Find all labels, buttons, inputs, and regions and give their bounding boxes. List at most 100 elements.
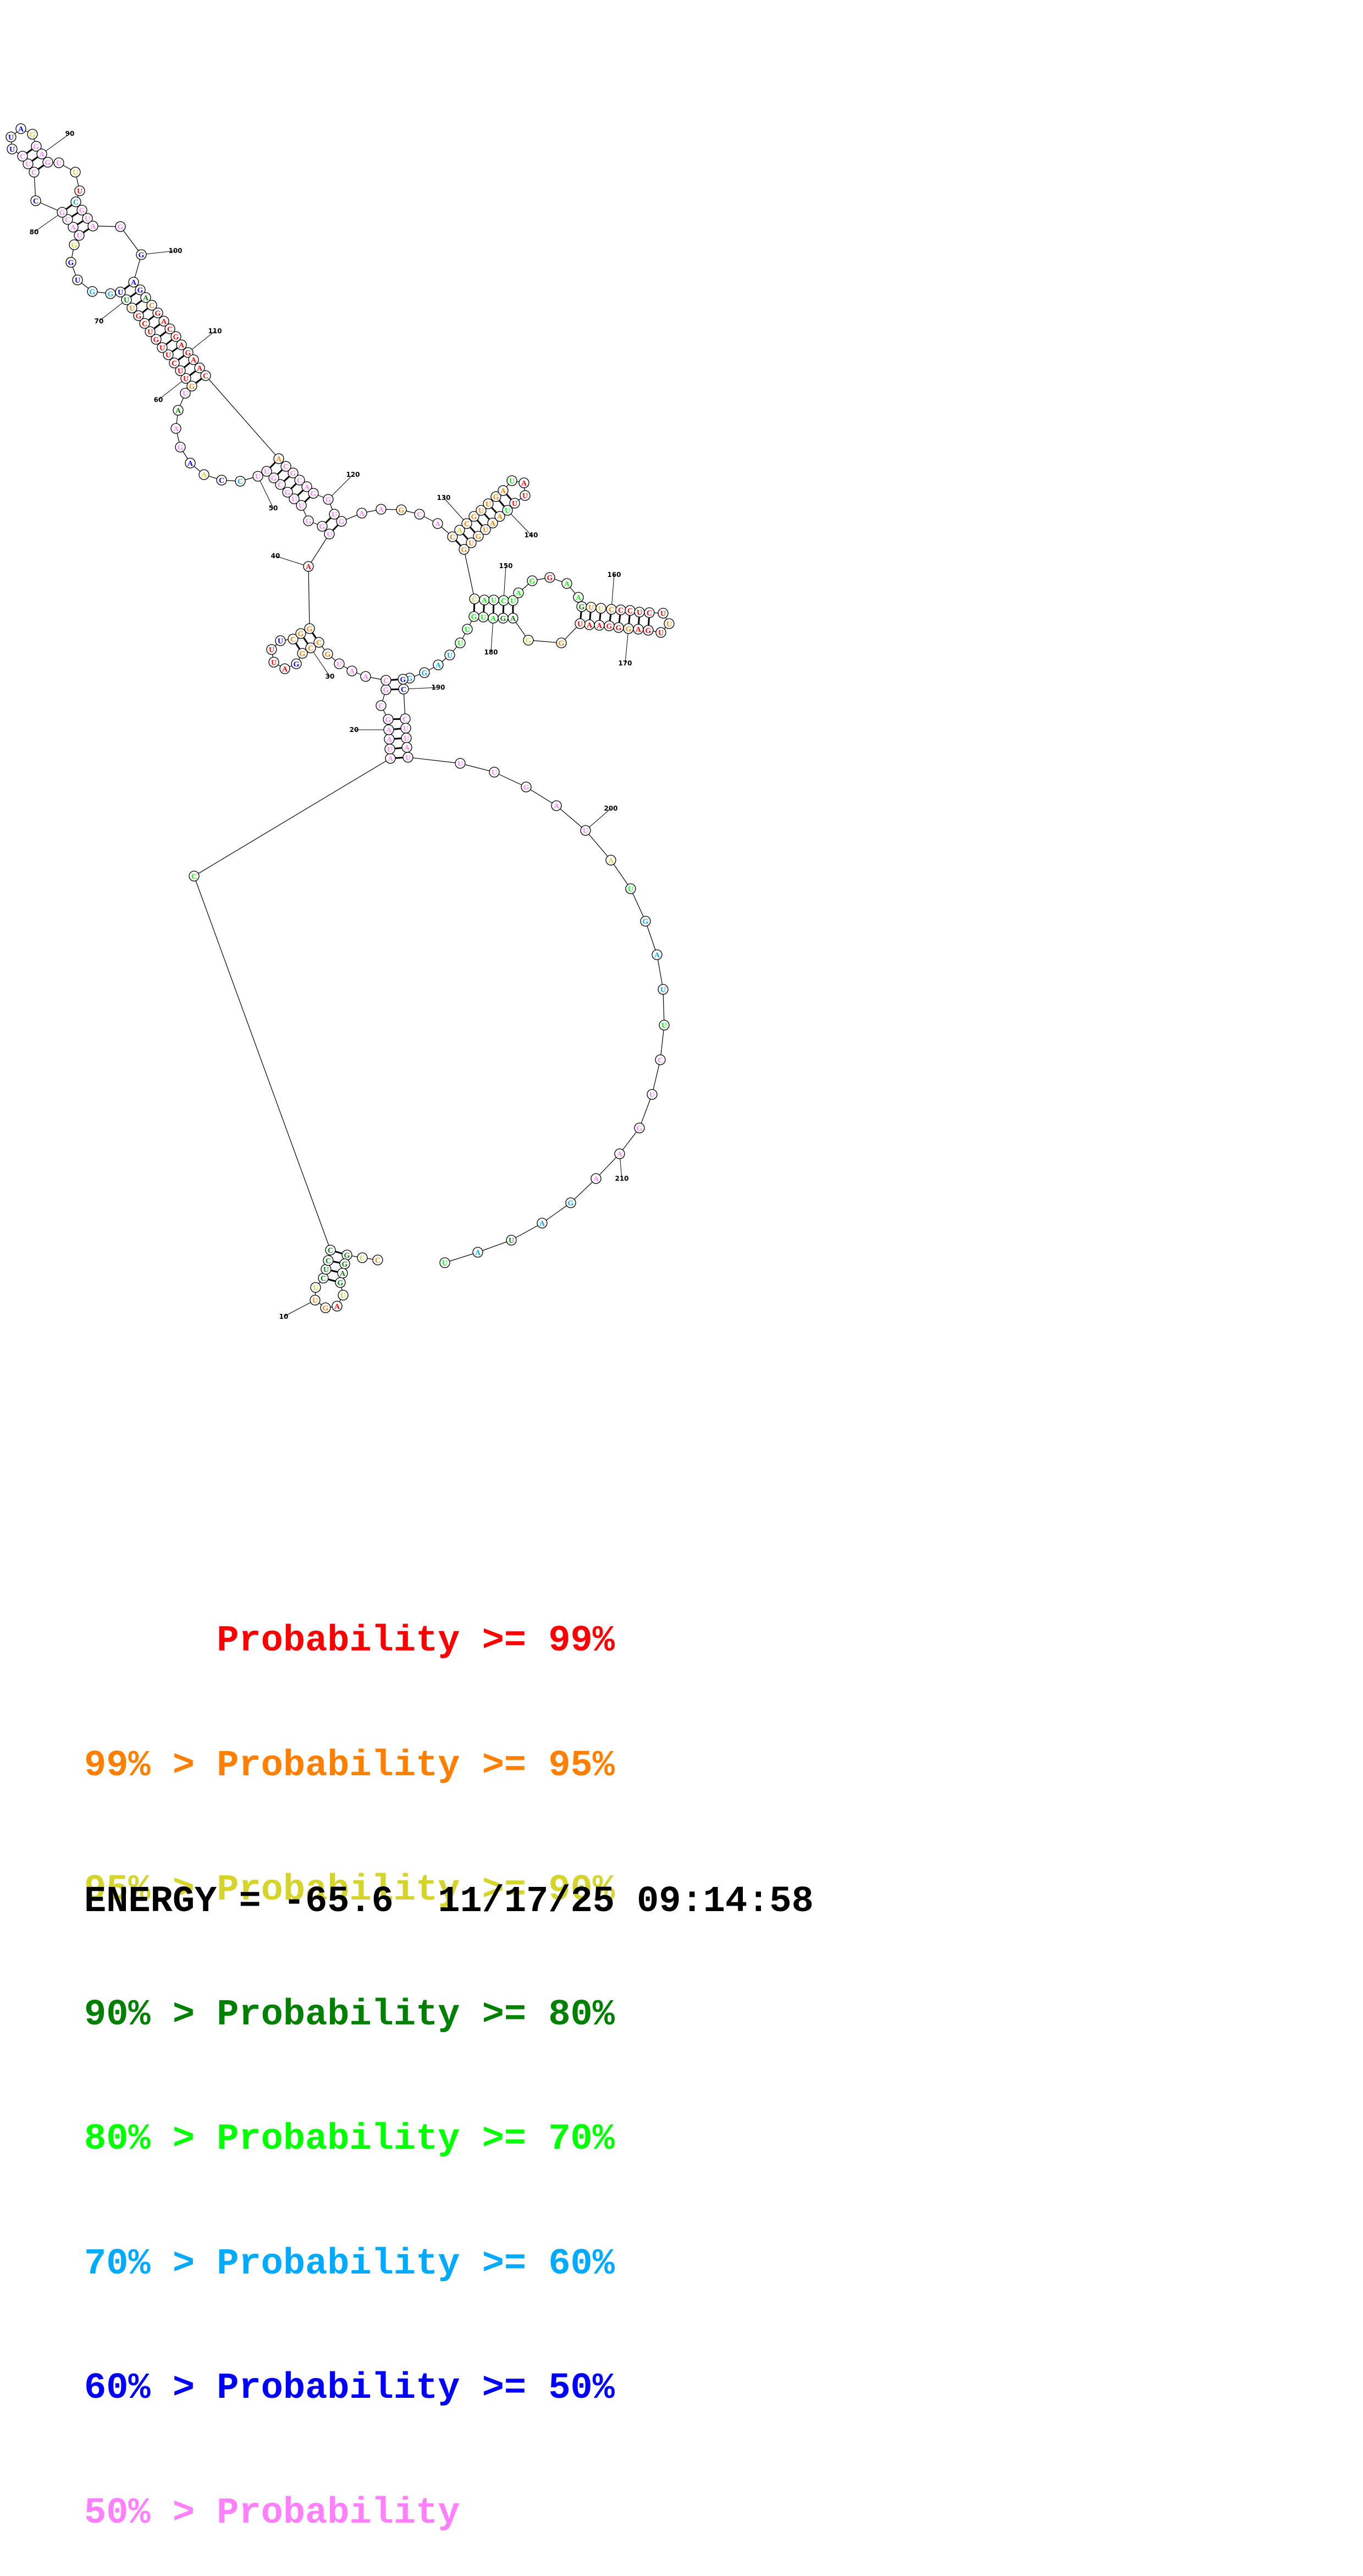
nucleotide-letter: A (191, 356, 197, 365)
nucleotide: U (595, 603, 606, 614)
nucleotide: U (488, 595, 499, 606)
nucleotide-letter: G (155, 310, 161, 318)
nucleotide: G (613, 622, 624, 633)
nucleotide-letter: G (139, 251, 145, 260)
nucleotide-circle (136, 249, 147, 260)
nucleotide: C (325, 1245, 336, 1256)
nucleotide-letter: A (516, 590, 522, 598)
nucleotide-letter: G (383, 686, 389, 695)
position-tick (310, 647, 330, 677)
nucleotide-letter: A (161, 318, 167, 326)
nucleotide-letter: A (197, 365, 203, 373)
nucleotide: A (633, 624, 644, 635)
nucleotide-circle (461, 518, 472, 529)
nucleotide-letter: U (404, 735, 409, 743)
nucleotide-letter: G (90, 288, 96, 296)
nucleotide: U (310, 1295, 321, 1306)
nucleotide: U (580, 825, 591, 836)
nucleotide-letter: A (654, 951, 660, 960)
nucleotide-letter: G (471, 513, 477, 521)
nucleotide-circle (472, 1247, 483, 1258)
nucleotide-letter: A (564, 580, 570, 588)
nucleotide-letter: G (71, 241, 78, 250)
position-tick (443, 497, 467, 524)
nucleotide-circle (439, 1257, 450, 1268)
backbone-link (528, 640, 562, 643)
nucleotide-letter: G (178, 444, 184, 452)
position-label: 210 (615, 1175, 628, 1182)
nucleotide: U (462, 624, 473, 635)
position-label: 40 (271, 552, 280, 560)
legend-row-99: Probability >= 99% (84, 1620, 615, 1662)
nucleotide: U (334, 658, 345, 669)
nucleotide-circle (30, 195, 41, 206)
nucleotide: A (494, 511, 505, 522)
nucleotide-letter: U (583, 827, 588, 835)
nucleotide-letter: A (404, 744, 410, 752)
nucleotide: G (634, 1122, 645, 1133)
nucleotide: G (643, 625, 654, 636)
nucleotide-letter: A (334, 1303, 340, 1311)
nucleotide-circle (170, 331, 181, 342)
nucleotide: G (490, 491, 501, 502)
nucleotide-letter: A (304, 483, 310, 492)
nucleotide-circle (506, 1235, 517, 1246)
nucleotide: A (432, 518, 443, 529)
nucleotide: U (384, 744, 395, 755)
nucleotide: C (498, 595, 509, 606)
nucleotide: G (87, 286, 98, 297)
nucleotide-letter: C (464, 520, 470, 529)
nucleotide: G (320, 1302, 331, 1313)
nucleotide: U (489, 767, 500, 778)
nucleotide: G (151, 334, 162, 345)
nucleotide: G (521, 781, 532, 792)
nucleotide: A (614, 1148, 625, 1159)
nucleotide-letter: G (294, 660, 300, 669)
nucleotide-letter: U (56, 159, 62, 168)
nucleotide: G (459, 544, 470, 555)
nucleotide-letter: A (500, 487, 506, 496)
nucleotide: G (105, 288, 116, 299)
nucleotide: C (288, 634, 299, 645)
nucleotide: U (324, 529, 335, 540)
nucleotide-circle (175, 442, 186, 453)
nucleotide-circle (68, 222, 79, 233)
nucleotide: A (332, 1301, 343, 1312)
nucleotide-letter: C (65, 216, 70, 224)
nucleotide-letter: C (297, 477, 302, 485)
nucleotide-circle (664, 618, 675, 629)
backbone-link (205, 375, 279, 459)
backbone (10, 128, 670, 1308)
nucleotide: U (402, 752, 413, 763)
nucleotide-circle (455, 758, 466, 769)
position-label: 140 (524, 531, 538, 539)
nucleotide: G (398, 674, 409, 685)
nucleotide: U (575, 618, 586, 629)
nucleotide: A (401, 742, 412, 753)
nucleotide-circle (647, 1089, 658, 1100)
nucleotide-letter: U (118, 289, 123, 297)
nucleotide: C (318, 1273, 329, 1284)
position-tick (41, 133, 70, 155)
nucleotide-letter: U (491, 597, 496, 605)
nucleotide-circle (658, 608, 669, 619)
nucleotide: A (360, 671, 371, 682)
position-tick (98, 299, 127, 322)
nucleotide-letter: G (344, 1252, 350, 1260)
nucleotide: C (357, 1252, 368, 1263)
position-tick (283, 1300, 316, 1317)
nucleotide: C (70, 196, 81, 207)
nucleotide-letter: C (401, 686, 406, 694)
nucleotide: U (338, 1290, 349, 1301)
nucleotide-circle (544, 572, 555, 583)
nucleotide-letter: C (219, 477, 224, 485)
nucleotide-circle (139, 318, 150, 329)
nucleotide-letter: C (167, 326, 173, 334)
nucleotide-circle (280, 461, 291, 472)
nucleotide-circle (323, 494, 334, 505)
nucleotide-letter: G (311, 490, 317, 498)
nucleotide-circle (523, 635, 534, 646)
nucleotide: U (23, 158, 34, 169)
backbone-link (477, 1240, 512, 1253)
nucleotide-letter: U (340, 1292, 346, 1300)
